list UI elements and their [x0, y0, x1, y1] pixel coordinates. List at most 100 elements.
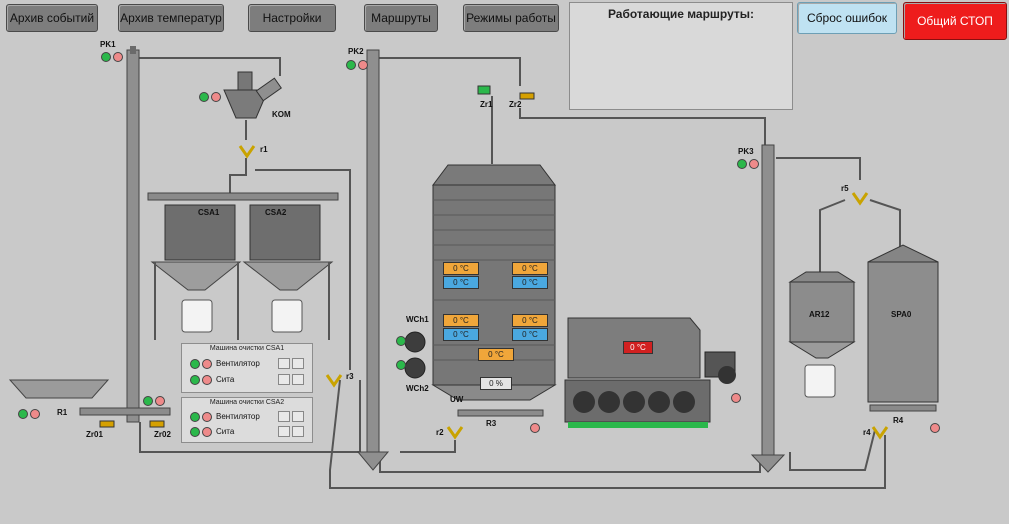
- fan-run-indicator: [190, 412, 200, 422]
- label-zr2: Zr2: [509, 100, 522, 109]
- events-archive-button[interactable]: Архив событий: [6, 4, 98, 32]
- conveyor-r3[interactable]: [457, 409, 544, 417]
- pk2-run-indicator: [346, 60, 356, 70]
- fan-run-indicator: [190, 359, 200, 369]
- cleaning-panel-csa2: Машина очистки CSA2 Вентилятор Сита: [181, 397, 313, 443]
- global-stop-button[interactable]: Общий СТОП: [903, 2, 1007, 40]
- elevator-pk3[interactable]: [750, 144, 786, 473]
- elevator-pk1[interactable]: [126, 46, 140, 423]
- label-r4-conveyor: R4: [893, 416, 904, 425]
- fan-label: Вентилятор: [216, 359, 260, 368]
- sieve-status-box[interactable]: [292, 426, 304, 437]
- silo-spa0[interactable]: [867, 244, 939, 412]
- label-kom: KOM: [272, 110, 291, 119]
- label-r3-valve: r3: [346, 372, 354, 381]
- label-uw: UW: [450, 395, 464, 404]
- sieve-label: Сита: [216, 375, 235, 384]
- wch2-run-indicator: [396, 360, 406, 370]
- fan-fault-indicator: [202, 412, 212, 422]
- trucks: [181, 299, 836, 398]
- pk1-fault-indicator: [113, 52, 123, 62]
- sieve-status-box[interactable]: [278, 426, 290, 437]
- fan-status-box[interactable]: [292, 358, 304, 369]
- sieve-status-box[interactable]: [292, 374, 304, 385]
- active-routes-title: Работающие маршруты:: [607, 7, 755, 21]
- routes-button[interactable]: Маршруты: [364, 4, 438, 32]
- pk1-run-indicator: [101, 52, 111, 62]
- burner-fault-indicator: [731, 393, 741, 403]
- fan-status-box[interactable]: [292, 411, 304, 422]
- label-csa1: CSA1: [198, 208, 220, 217]
- r4-fault-indicator: [930, 423, 940, 433]
- elevator-pk2[interactable]: [356, 49, 390, 471]
- r3-fault-indicator: [530, 423, 540, 433]
- wch1-run-indicator: [396, 336, 406, 346]
- label-r5-valve: r5: [841, 184, 849, 193]
- sieve-fault-indicator: [202, 375, 212, 385]
- cleaning-panel-csa1: Машина очистки CSA1 Вентилятор Сита: [181, 343, 313, 393]
- label-r1-hopper: R1: [57, 408, 68, 417]
- temp-readout: 0 °C: [443, 276, 479, 289]
- dryer-level-readout: 0 %: [480, 377, 512, 390]
- label-zr02: Zr02: [154, 430, 171, 439]
- settings-button[interactable]: Настройки: [248, 4, 336, 32]
- fan-label: Вентилятор: [216, 412, 260, 421]
- temp-readout: 0 °C: [443, 314, 479, 327]
- temperature-archive-button[interactable]: Архив температур: [118, 4, 224, 32]
- sieve-fault-indicator: [202, 427, 212, 437]
- gate-zr02[interactable]: [149, 420, 165, 428]
- active-routes-panel: Работающие маршруты:: [569, 2, 793, 110]
- label-pk1: PK1: [100, 40, 116, 49]
- sieve-run-indicator: [190, 427, 200, 437]
- kom-fault-indicator: [211, 92, 221, 102]
- silo-ar12[interactable]: [788, 271, 856, 359]
- zr02-fault-indicator: [155, 396, 165, 406]
- temp-readout: 0 °C: [512, 314, 548, 327]
- gate-zr2[interactable]: [519, 92, 535, 100]
- label-ar12: AR12: [809, 310, 830, 319]
- reset-errors-button[interactable]: Сброс ошибок: [797, 2, 897, 34]
- work-modes-button[interactable]: Режимы работы: [463, 4, 559, 32]
- pk2-fault-indicator: [358, 60, 368, 70]
- kom-run-indicator: [199, 92, 209, 102]
- r1-fault-indicator: [30, 409, 40, 419]
- kom-separator[interactable]: [223, 71, 282, 119]
- label-r2-valve: r2: [436, 428, 444, 437]
- label-zr1: Zr1: [480, 100, 493, 109]
- temp-readout: 0 °C: [512, 276, 548, 289]
- temp-readout: 0 °C: [512, 262, 548, 275]
- cleaning-panel-title: Машина очистки CSA1: [209, 345, 285, 352]
- label-wch2: WCh2: [406, 384, 429, 393]
- label-zr01: Zr01: [86, 430, 103, 439]
- cleaning-machines[interactable]: [147, 192, 339, 340]
- burner-temp-readout: 0 °C: [623, 341, 653, 354]
- temp-readout: 0 °C: [443, 262, 479, 275]
- sieve-label: Сита: [216, 427, 235, 436]
- cleaning-panel-title: Машина очистки CSA2: [209, 399, 285, 406]
- sieve-status-box[interactable]: [278, 374, 290, 385]
- switch-valves: [238, 145, 889, 440]
- label-wch1: WCh1: [406, 315, 429, 324]
- fan-fault-indicator: [202, 359, 212, 369]
- zr02-run-indicator: [143, 396, 153, 406]
- label-pk3: PK3: [738, 147, 754, 156]
- cooler-unit[interactable]: [564, 317, 736, 428]
- temp-readout: 0 °C: [443, 328, 479, 341]
- r1-run-indicator: [18, 409, 28, 419]
- label-pk2: PK2: [348, 47, 364, 56]
- pk3-run-indicator: [737, 159, 747, 169]
- gate-zr01[interactable]: [99, 420, 115, 428]
- dryer-fans[interactable]: [404, 331, 426, 379]
- label-r4-valve: r4: [863, 428, 871, 437]
- fan-status-box[interactable]: [278, 358, 290, 369]
- label-spa0: SPA0: [891, 310, 912, 319]
- fan-status-box[interactable]: [278, 411, 290, 422]
- temp-readout: 0 °C: [478, 348, 514, 361]
- pk3-fault-indicator: [749, 159, 759, 169]
- temp-readout: 0 °C: [512, 328, 548, 341]
- label-csa2: CSA2: [265, 208, 287, 217]
- label-r1-valve: r1: [260, 145, 268, 154]
- receiving-hopper-r1[interactable]: [8, 379, 171, 416]
- gate-zr1[interactable]: [477, 85, 491, 95]
